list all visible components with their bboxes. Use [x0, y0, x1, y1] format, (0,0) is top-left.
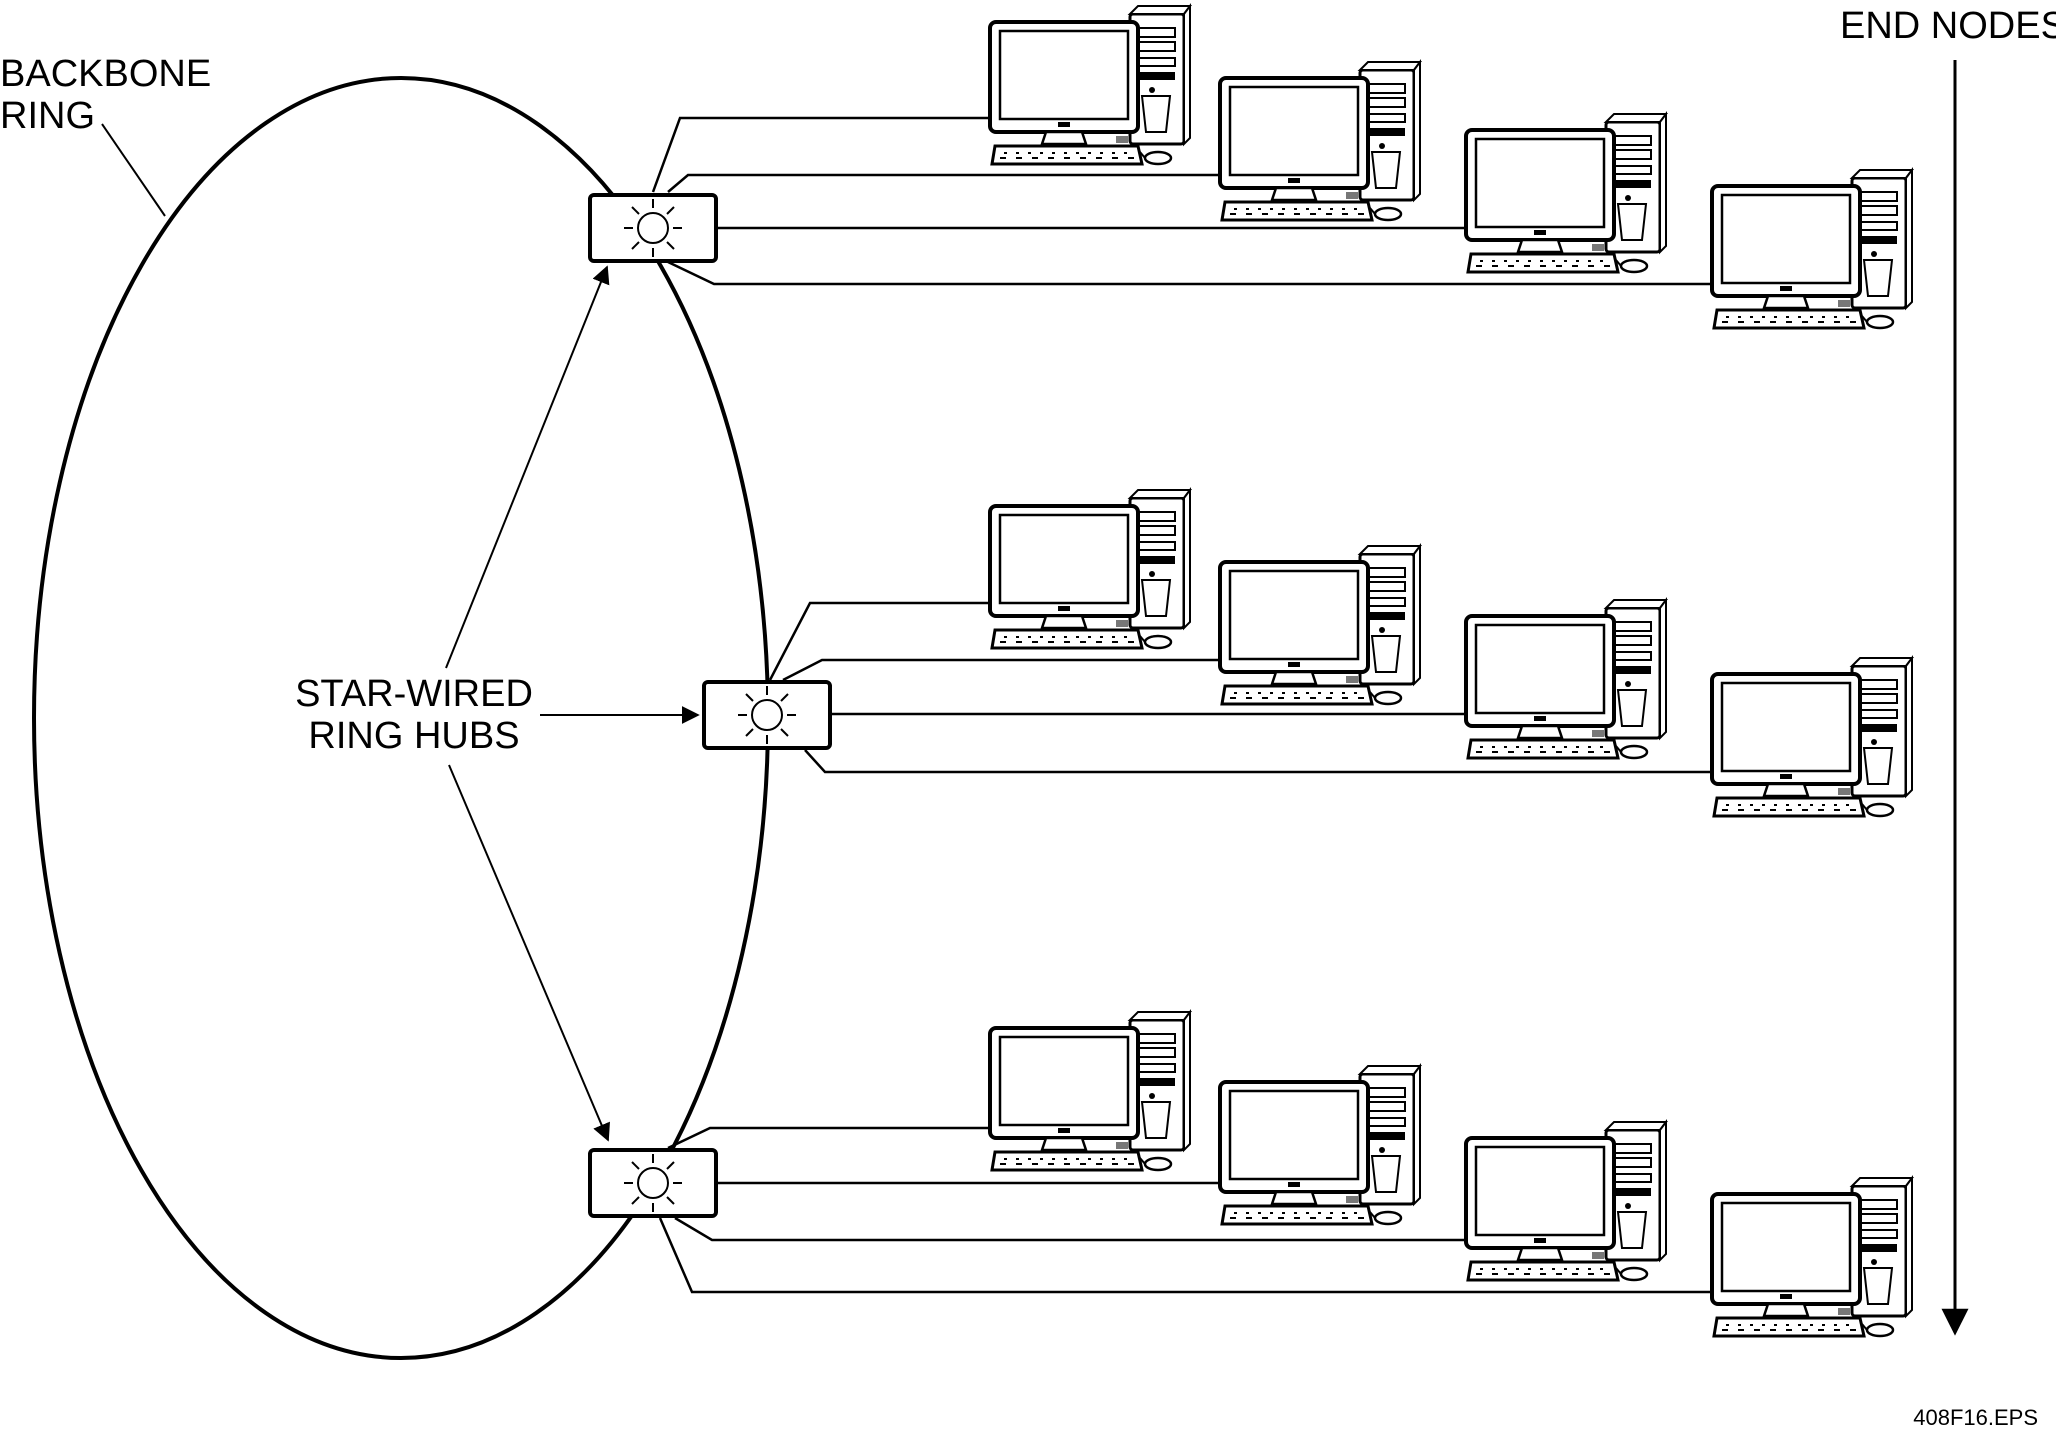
hub-2 [702, 680, 832, 750]
end-node-3-3 [1464, 1120, 1668, 1282]
end-node-3-1 [988, 1010, 1192, 1172]
hub-group-3 [658, 1126, 1712, 1294]
end-node-2-3 [1464, 598, 1668, 760]
end-nodes-label: END NODES [1840, 5, 2056, 47]
hub-3 [588, 1148, 718, 1218]
end-node-1-2 [1218, 60, 1422, 222]
hub-group-2 [768, 601, 1712, 774]
end-node-1-4 [1710, 168, 1914, 330]
end-node-3-2 [1218, 1064, 1422, 1226]
hubs-label-line2: RING HUBS [308, 715, 519, 757]
hub-arrow-bottom [448, 764, 610, 1142]
backbone-label-line2: RING [0, 95, 95, 137]
end-node-2-4 [1710, 656, 1914, 818]
backbone-label-line1: BACKBONE [0, 53, 211, 95]
end-node-2-2 [1218, 544, 1422, 706]
hubs-label-line1: STAR-WIRED [295, 673, 533, 715]
end-node-3-4 [1710, 1176, 1914, 1338]
end-node-2-1 [988, 488, 1192, 650]
hub-1 [588, 193, 718, 263]
end-node-1-3 [1464, 112, 1668, 274]
end-node-1-1 [988, 4, 1192, 166]
backbone-leader-line [101, 123, 166, 217]
hub-arrow-top [445, 265, 610, 669]
hub-group-1 [651, 116, 1712, 286]
figure-id: 408F16.EPS [1913, 1405, 2038, 1430]
